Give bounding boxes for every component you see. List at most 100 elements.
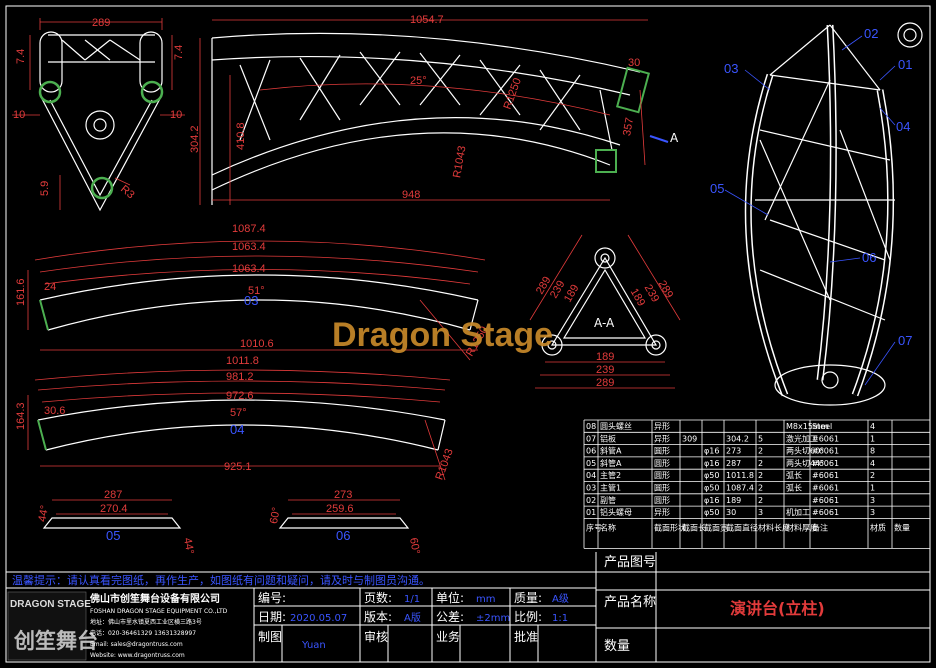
bom-header-cell: 数量: [894, 522, 910, 532]
bom-cell: 2: [758, 459, 763, 468]
bom-cell: 03: [586, 484, 596, 493]
bom-cell: 8: [870, 447, 875, 456]
bom-cell: 01: [586, 508, 596, 517]
bom-cell: Steel: [812, 422, 832, 431]
bom-cell: 主管2: [600, 470, 621, 480]
bom-header-cell: 备注: [812, 522, 828, 532]
company-phone: 电话：020-36461329 13631328997: [90, 629, 196, 637]
date-label: 日期:: [258, 610, 286, 624]
section-arrow-label: A: [670, 131, 679, 145]
bom-cell: 2: [758, 484, 763, 493]
bom-header-cell: 序号: [586, 522, 602, 532]
bom-cell: 1011.8: [726, 471, 754, 480]
bom-cell: 309: [682, 434, 697, 443]
bom-header-cell: 截面形状: [654, 522, 686, 532]
tolerance-label: 公差:: [436, 610, 464, 624]
section-aa-b3: 289: [596, 377, 614, 389]
bom-cell: φ16: [704, 496, 719, 505]
bom-cell: #6061: [812, 496, 839, 505]
section-aa: [541, 247, 667, 356]
pages-value: 1/1: [404, 594, 420, 605]
side-view-h2: 304.2: [189, 125, 201, 153]
brace-06-a1: 60°: [268, 506, 283, 524]
bom-header-cell: 材料长度: [758, 522, 790, 532]
tube-03-d1: 1087.4: [232, 223, 266, 235]
qty-label: 数量: [604, 639, 630, 654]
tube-03-dims: [27, 240, 486, 361]
bom-cell: M8x15mm: [786, 422, 829, 431]
bom-cell: 1: [870, 434, 875, 443]
date-value: 2020.05.07: [290, 613, 347, 624]
brace-05-a1: 44°: [36, 504, 51, 522]
tube-03-angle: 51°: [248, 285, 265, 297]
bom-header-cell: 材料厚度: [786, 522, 818, 532]
bom-cell: #6061: [812, 447, 839, 456]
bom-cell: 圆头螺丝: [600, 421, 632, 431]
company-website: Website: www.dragontruss.com: [90, 652, 185, 659]
bom-cell: φ50: [704, 471, 719, 480]
quality-label: 质量:: [514, 591, 542, 605]
bom-cell: 斜管A: [600, 458, 622, 468]
brace-05-dims: [52, 499, 172, 515]
bom-cell: 机加工: [786, 507, 810, 517]
side-view-top: 1054.7: [410, 14, 444, 26]
bom-cell: φ50: [704, 508, 719, 517]
bom-cell: #6061: [812, 484, 839, 493]
tube-04-d3: 972.6: [226, 390, 254, 402]
scale-value: 1:1: [552, 613, 568, 624]
bom-cell: 弧长: [786, 470, 802, 480]
section-arrow: [649, 135, 669, 143]
brace-06-dims: [288, 499, 400, 515]
product-name-label: 产品名称: [604, 594, 656, 610]
bom-cell: 1: [870, 484, 875, 493]
bom-cell: 圆形: [654, 471, 670, 480]
side-view-h: 410.8: [235, 122, 247, 150]
bom-cell: 2: [758, 471, 763, 480]
section-aa-b2: 239: [596, 364, 614, 376]
bom-header-cell: 名称: [600, 522, 616, 532]
bom-cell: 304.2: [726, 434, 749, 443]
side-view-d357: 357: [621, 117, 636, 137]
tube-04-angle: 57°: [230, 407, 247, 419]
bom-cell: 铝板: [600, 433, 616, 443]
bom-header-cell: 截面长: [682, 522, 706, 532]
side-view: [211, 32, 651, 205]
part-label-05: 05: [710, 181, 724, 196]
brace-06-label: 06: [336, 528, 350, 543]
bom-cell: 07: [586, 434, 596, 443]
bom-cell: 圆形: [654, 459, 670, 468]
section-aa-title: A-A: [594, 316, 615, 330]
drawing-frame: [5, 5, 931, 663]
bom-cell: 287: [726, 459, 741, 468]
bom-cell: 4: [870, 422, 875, 431]
company-en: FOSHAN DRAGON STAGE EQUIPMENT CO.,LTD: [90, 608, 228, 615]
bom-cell: 08: [586, 422, 596, 431]
bom-cell: 副管: [600, 495, 616, 505]
company-cn: 佛山市创笙舞台设备有限公司: [89, 592, 220, 605]
bom-cell: φ16: [704, 447, 719, 456]
tube-04-dims: [27, 369, 451, 481]
bom-cell: #6061: [812, 459, 839, 468]
tube-03-d3: 1063.4: [232, 263, 266, 275]
company-email: Email: sales@dragontruss.com: [90, 641, 183, 648]
bom-cell: 圆形: [654, 496, 670, 505]
drawn-label: 制图: [258, 630, 282, 644]
review-label: 审核: [364, 629, 388, 644]
side-view-dims: [199, 19, 648, 205]
bom-header-cell: 截面直径: [726, 522, 758, 532]
bom-cell: 189: [726, 496, 741, 505]
bom-cell: 圆形: [654, 447, 670, 456]
tube-04-label: 04: [230, 422, 244, 437]
bom-cell: 3: [870, 496, 875, 505]
tube-04-d1: 1011.8: [226, 355, 259, 367]
bom-cell: φ16: [704, 459, 719, 468]
bom-cell: 273: [726, 447, 741, 456]
section-aa-dims: [529, 234, 681, 389]
end-view-d3: 5.9: [39, 181, 51, 196]
quality-value: A级: [552, 593, 569, 605]
section-aa-b1: 189: [596, 351, 614, 363]
end-view-r: R3: [118, 183, 136, 201]
bom-cell: 2: [870, 471, 875, 480]
